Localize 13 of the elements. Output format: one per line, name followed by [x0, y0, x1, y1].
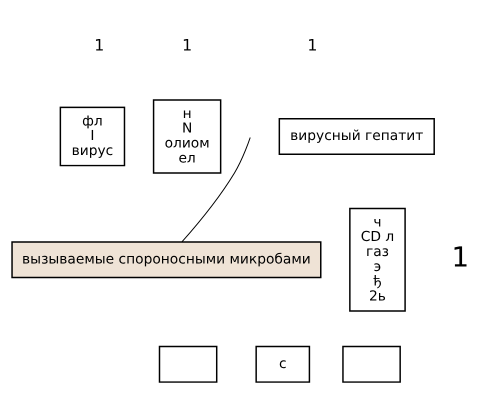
- node-box: фл I вирус: [60, 106, 126, 166]
- node-box: вирусный гепатит: [278, 118, 435, 155]
- label: 1: [182, 35, 192, 54]
- node-box: вызываемые спороносными микробами: [11, 241, 322, 278]
- node-box: [158, 346, 218, 383]
- label: 1: [94, 35, 104, 54]
- connector: [181, 137, 251, 242]
- label: 1: [307, 35, 318, 54]
- node-box: c: [255, 346, 310, 383]
- node-box: ч CD л газ э ђ 2ь: [349, 208, 406, 312]
- label: 1: [452, 240, 470, 274]
- node-box: н N олиом ел: [152, 99, 222, 174]
- node-box: [342, 346, 401, 383]
